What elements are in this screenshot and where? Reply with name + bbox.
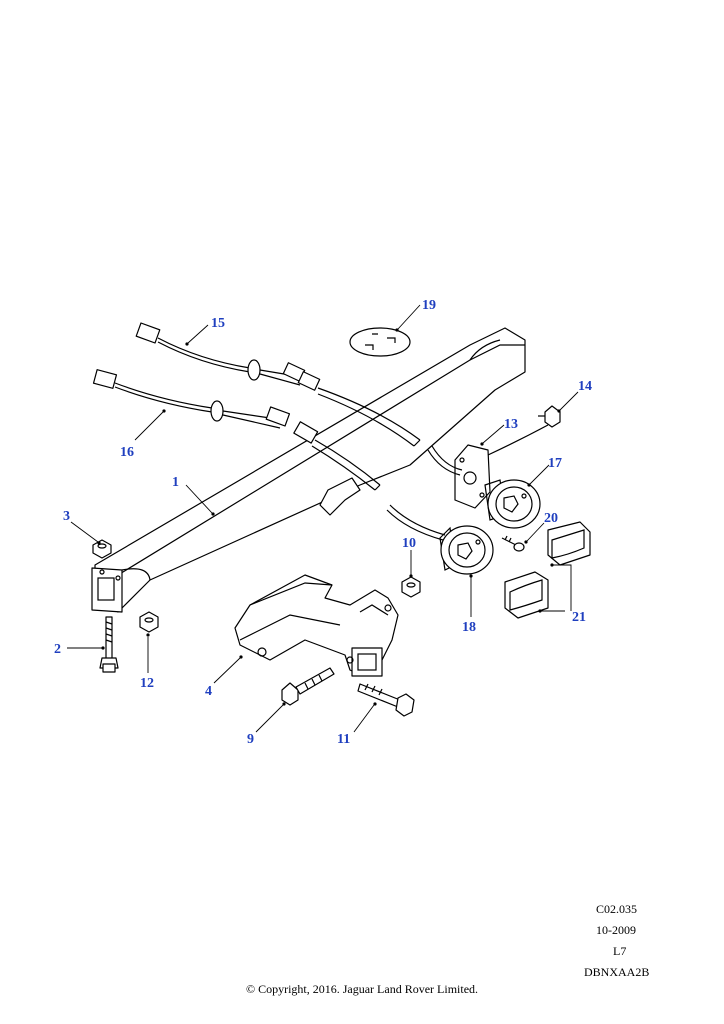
mounting-plate-13[interactable] xyxy=(427,424,549,509)
wiring-harness-16[interactable] xyxy=(92,369,381,491)
callout-4: 4 xyxy=(205,684,212,699)
callout-numbers: 1 2 3 4 9 10 11 12 13 14 15 16 17 18 19 … xyxy=(54,298,592,747)
tow-bar-cross-member[interactable] xyxy=(91,327,526,613)
cover-plate-19[interactable] xyxy=(349,327,411,357)
callout-16: 16 xyxy=(120,445,134,460)
callout-11: 11 xyxy=(337,732,350,747)
callout-18: 18 xyxy=(462,620,476,635)
callout-21: 21 xyxy=(572,610,586,625)
socket-17[interactable] xyxy=(484,479,541,529)
socket-cover-21[interactable] xyxy=(504,521,591,619)
callout-20: 20 xyxy=(544,511,558,526)
wiring-harness-15[interactable] xyxy=(135,322,421,447)
nut-3[interactable] xyxy=(92,539,112,559)
screw-14[interactable] xyxy=(538,405,561,428)
leader-lines xyxy=(67,304,579,733)
callout-17: 17 xyxy=(548,456,562,471)
callout-9: 9 xyxy=(247,732,254,747)
callout-12: 12 xyxy=(140,676,154,691)
callout-2: 2 xyxy=(54,642,61,657)
hitch-bracket[interactable] xyxy=(234,574,399,677)
socket-18[interactable] xyxy=(386,504,494,575)
copyright-notice: © Copyright, 2016. Jaguar Land Rover Lim… xyxy=(245,982,479,996)
drawing-revision: L7 xyxy=(613,944,627,958)
drawing-date: 10-2009 xyxy=(596,923,636,937)
nut-12[interactable] xyxy=(139,611,159,633)
drawing-code: C02.035 xyxy=(596,902,638,916)
bolt-11[interactable] xyxy=(357,683,415,717)
bolt-2[interactable] xyxy=(99,616,119,673)
nut-10[interactable] xyxy=(401,576,421,598)
callout-15: 15 xyxy=(211,316,225,331)
callout-14: 14 xyxy=(578,379,592,394)
callout-10: 10 xyxy=(402,536,416,551)
callout-3: 3 xyxy=(63,509,70,524)
bolt-9[interactable] xyxy=(281,667,335,706)
callout-1: 1 xyxy=(172,475,179,490)
drawing-reference: DBNXAA2B xyxy=(584,965,650,979)
callout-13: 13 xyxy=(504,417,518,432)
callout-19: 19 xyxy=(422,298,436,313)
screw-20[interactable] xyxy=(501,535,525,552)
